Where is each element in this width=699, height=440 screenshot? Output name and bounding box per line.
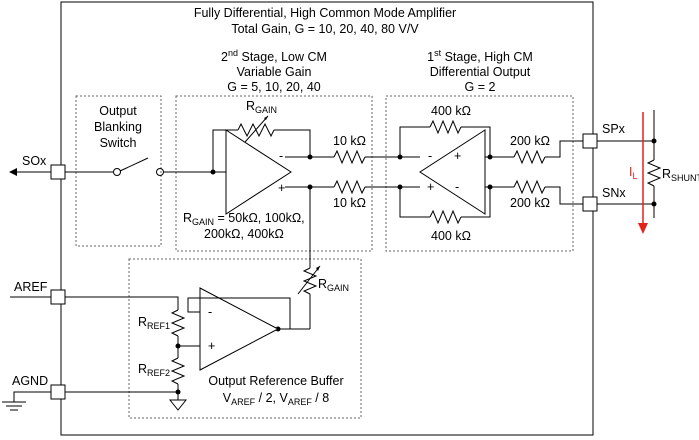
resistor-200k-top-label: 200 kΩ xyxy=(510,134,550,148)
resistor-200k-top xyxy=(513,149,546,165)
load-current-label: IL xyxy=(629,165,638,181)
stage2-rgain-variable-arrow xyxy=(244,115,269,143)
stage2-opamp-minus: - xyxy=(279,149,283,163)
stage1-opamp-minus-left: - xyxy=(428,149,432,163)
resistor-10k-bottom-label: 10 kΩ xyxy=(333,196,366,210)
snx-pin[interactable] xyxy=(582,196,598,212)
title-line-1: Fully Differential, High Common Mode Amp… xyxy=(194,6,456,20)
buffer-rgain-variable-arrow xyxy=(297,265,321,295)
reference-buffer-box xyxy=(128,258,362,419)
stage2-feedback-wire-left xyxy=(212,129,238,172)
rref1-label: RREF1 xyxy=(138,315,170,331)
stage2-box xyxy=(175,95,373,252)
aref-pin[interactable] xyxy=(50,289,66,305)
buffer-feedback-wire xyxy=(187,297,291,329)
title-line-2: Total Gain, G = 10, 20, 40, 80 V/V xyxy=(231,22,419,36)
switch-contact-right xyxy=(156,168,164,176)
stage1-bot-in-node xyxy=(487,184,493,190)
stage1-opamp-plus-right: + xyxy=(454,149,461,163)
blanking-label-3: Switch xyxy=(100,136,137,150)
resistor-10k-top-label: 10 kΩ xyxy=(333,134,366,148)
agnd-pin[interactable] xyxy=(50,384,66,400)
load-current-arrow-head xyxy=(638,223,648,234)
device-boundary xyxy=(60,1,594,436)
shunt-bottom-node xyxy=(651,201,657,207)
buffer-rgain-label: RGAIN xyxy=(318,277,349,293)
buffer-label-1: Output Reference Buffer xyxy=(208,374,343,388)
rgain-values-line-1: RGAIN = 50kΩ, 100kΩ, xyxy=(183,211,305,227)
stage1-label-2: Differential Output xyxy=(430,65,531,79)
stage1-opamp-minus-right: - xyxy=(455,180,459,194)
blanking-label-2: Blanking xyxy=(94,120,142,134)
stage2-opamp-plus: + xyxy=(278,181,285,195)
rref1-resistor xyxy=(170,309,186,337)
spx-pin[interactable] xyxy=(582,133,598,149)
resistor-200k-bottom-label: 200 kΩ xyxy=(510,196,550,210)
resistor-400k-top-label: 400 kΩ xyxy=(431,104,471,118)
resistor-400k-bottom-label: 400 kΩ xyxy=(431,229,471,243)
stage2-rgain-label: RGAIN xyxy=(246,99,277,115)
shunt-label: RSHUNT xyxy=(662,167,699,183)
agnd-pin-label: AGND xyxy=(12,374,48,388)
stage2-opamp xyxy=(225,129,292,215)
stage1-box xyxy=(385,95,574,252)
stage2-rgain-arrow-head xyxy=(264,116,268,120)
stage1-top-in-node xyxy=(487,154,493,160)
snx-pin-label: SNx xyxy=(602,186,626,200)
buffer-rgain-resistor xyxy=(302,267,318,295)
rref2-label: RREF2 xyxy=(138,362,170,378)
buffer-opamp-plus: + xyxy=(208,339,215,353)
stage2-inv-node xyxy=(307,154,313,160)
stage1-label-3: G = 2 xyxy=(465,80,496,94)
resistor-400k-top xyxy=(429,119,462,135)
buffer-opamp-minus: - xyxy=(208,305,212,319)
aref-pin-label: AREF xyxy=(14,280,48,294)
shunt-top-node xyxy=(651,138,657,144)
spx-pin-label: SPx xyxy=(602,122,626,136)
sox-pin[interactable] xyxy=(50,164,66,180)
blanking-switch xyxy=(119,157,149,172)
resistor-200k-bottom xyxy=(513,179,546,195)
shunt-resistor xyxy=(646,159,662,187)
buffer-ground-symbol xyxy=(168,399,188,411)
resistor-400k-bottom xyxy=(429,209,462,225)
blanking-switch-box xyxy=(75,95,162,247)
stage2-label-1: 2nd Stage, Low CM xyxy=(221,48,327,64)
stage2-label-3: G = 5, 10, 20, 40 xyxy=(227,80,321,94)
buffer-opamp xyxy=(199,287,280,371)
rgain-values-line-2: 200kΩ, 400kΩ xyxy=(204,227,284,241)
blanking-label-1: Output xyxy=(99,104,137,118)
stage1-opamp xyxy=(419,129,486,215)
switch-contact-left xyxy=(113,168,121,176)
resistor-10k-bottom xyxy=(333,179,366,195)
stage1-label-1: 1st Stage, High CM xyxy=(427,48,533,64)
stage2-feedback-wire-right xyxy=(274,129,311,157)
buffer-label-2: VAREF / 2, VAREF / 8 xyxy=(223,391,329,407)
resistor-10k-top xyxy=(333,149,366,165)
sox-pin-label: SOx xyxy=(22,154,47,168)
rref2-resistor xyxy=(170,357,186,385)
stage1-opamp-plus-left: + xyxy=(427,180,434,194)
stage2-label-2: Variable Gain xyxy=(237,65,312,79)
